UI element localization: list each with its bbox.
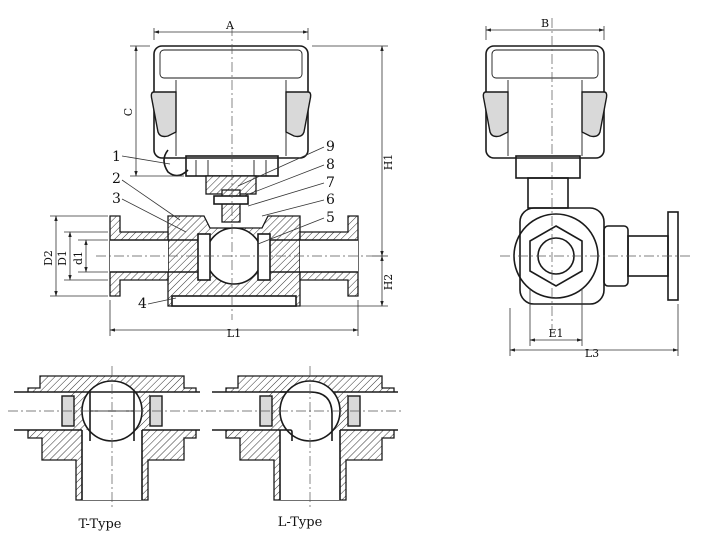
dim-L1-label: L1 — [227, 327, 241, 340]
hex-nut — [529, 225, 583, 287]
dim-C-label: C — [122, 108, 135, 116]
dim-H1-label: H1 — [382, 154, 395, 171]
callout-1: 1 — [112, 149, 121, 165]
callout-8: 8 — [326, 157, 335, 173]
callout-6: 6 — [326, 192, 335, 208]
valve-stem — [221, 189, 241, 223]
dim-H2-label: H2 — [382, 274, 395, 291]
dim-D1-label: D1 — [56, 250, 69, 266]
actuator-housing — [153, 45, 309, 159]
l-type-caption: L-Type — [278, 515, 323, 530]
side-view: B E1 L3 — [482, 17, 690, 360]
callout-labels: 1 2 3 4 5 6 7 8 9 — [112, 139, 335, 312]
dim-A-label: A — [225, 19, 235, 32]
front-view: A C H1 H2 D2 D1 d1 L1 1 — [42, 19, 395, 340]
t-type-section: T-Type — [8, 366, 208, 532]
dim-L3-label: L3 — [585, 347, 599, 360]
callout-2: 2 — [112, 171, 121, 187]
cable-gland — [163, 149, 189, 177]
dim-d1-label: d1 — [72, 251, 85, 265]
callout-4: 4 — [138, 296, 147, 312]
callout-5: 5 — [326, 210, 335, 226]
callout-3: 3 — [112, 191, 121, 207]
dim-D2-label: D2 — [42, 250, 55, 266]
callout-7: 7 — [326, 175, 335, 191]
dim-E1-label: E1 — [548, 327, 563, 340]
t-type-caption: T-Type — [79, 517, 122, 532]
dim-B-label: B — [541, 17, 549, 30]
callout-9: 9 — [326, 139, 335, 155]
l-type-section: L-Type — [206, 366, 404, 530]
